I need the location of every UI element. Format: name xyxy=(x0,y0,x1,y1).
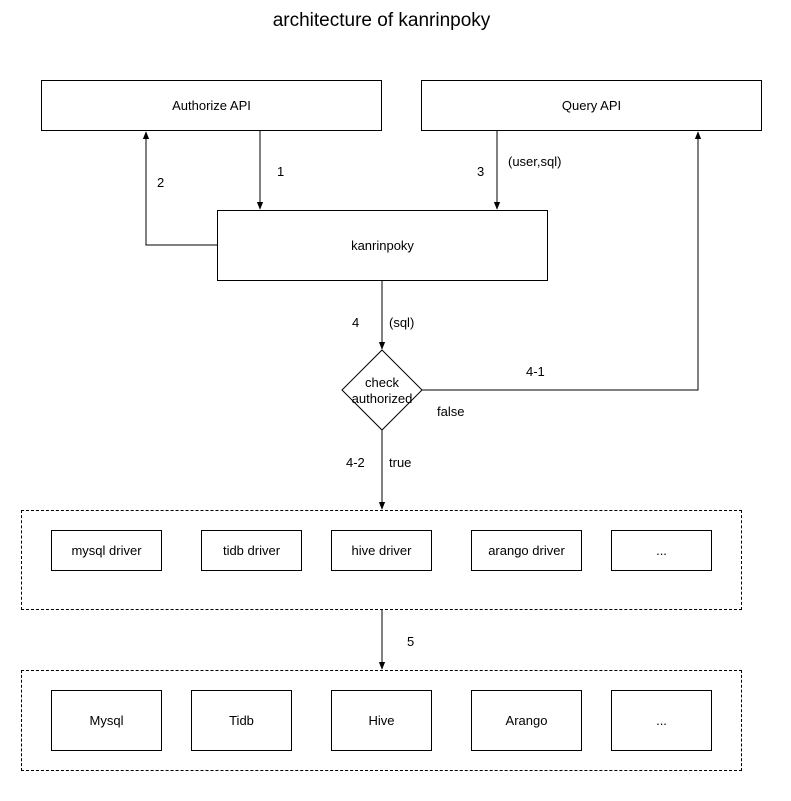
drivers-group xyxy=(21,510,742,610)
authorize-api-node: Authorize API xyxy=(41,80,382,131)
kanrinpoky-label: kanrinpoky xyxy=(351,238,414,253)
driver-label: arango driver xyxy=(488,543,565,558)
edge-2-arrow xyxy=(142,131,217,246)
database-label: ... xyxy=(656,713,667,728)
edge-2-label: 2 xyxy=(157,175,165,190)
database-label: Arango xyxy=(505,713,548,728)
edge-4-2-label: 4-2 xyxy=(346,455,365,470)
check-authorized-label: check authorized xyxy=(342,375,422,407)
database-node-tidb: Tidb xyxy=(191,690,292,751)
query-api-node: Query API xyxy=(421,80,762,131)
driver-node-hive: hive driver xyxy=(331,530,432,571)
edge-4-1-label: 4-1 xyxy=(526,364,545,379)
driver-label: mysql driver xyxy=(71,543,142,558)
edge-3-param-label: (user,sql) xyxy=(508,154,562,169)
edge-1-label: 1 xyxy=(277,164,285,179)
database-node-more: ... xyxy=(611,690,712,751)
driver-node-arango: arango driver xyxy=(471,530,582,571)
database-node-mysql: Mysql xyxy=(51,690,162,751)
diagram-title: architecture of kanrinpoky xyxy=(272,10,491,31)
false-branch-label: false xyxy=(437,404,465,419)
check-label-line2: authorized xyxy=(351,391,413,406)
kanrinpoky-node: kanrinpoky xyxy=(217,210,548,281)
edge-3-label: 3 xyxy=(477,164,485,179)
edge-4-label: 4 xyxy=(352,315,360,330)
driver-label: tidb driver xyxy=(222,543,281,558)
edge-4-1-arrow xyxy=(422,131,702,391)
database-label: Mysql xyxy=(89,713,124,728)
database-label: Tidb xyxy=(229,713,254,728)
driver-node-more: ... xyxy=(611,530,712,571)
true-branch-label: true xyxy=(389,455,412,470)
driver-label: hive driver xyxy=(351,543,412,558)
database-node-hive: Hive xyxy=(331,690,432,751)
authorize-api-label: Authorize API xyxy=(172,98,251,113)
edge-4-param-label: (sql) xyxy=(389,315,415,330)
edge-5-label: 5 xyxy=(407,634,415,649)
database-label: Hive xyxy=(368,713,395,728)
query-api-label: Query API xyxy=(561,98,622,113)
driver-label: ... xyxy=(656,543,667,558)
check-label-line1: check xyxy=(365,375,399,390)
driver-node-tidb: tidb driver xyxy=(201,530,302,571)
databases-group xyxy=(21,670,742,771)
driver-node-mysql: mysql driver xyxy=(51,530,162,571)
database-node-arango: Arango xyxy=(471,690,582,751)
